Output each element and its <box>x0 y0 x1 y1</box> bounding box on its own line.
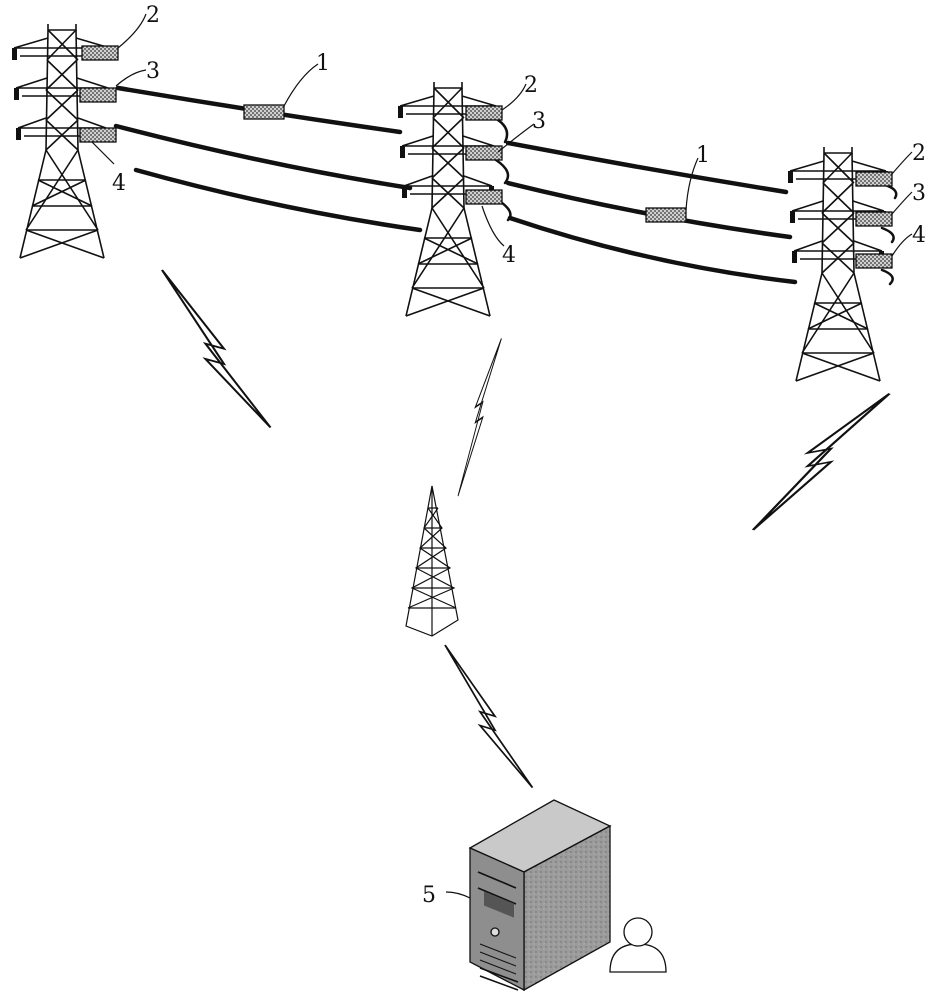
tower-sensors-left <box>79 45 119 143</box>
label-3-left: 3 <box>146 59 160 84</box>
label-3-middle: 3 <box>532 109 546 134</box>
tower-sensors-middle <box>465 105 503 205</box>
label-2-right: 2 <box>912 141 926 166</box>
label-2-middle: 2 <box>524 73 538 98</box>
user-icon <box>609 917 667 973</box>
tower-sensors-right <box>855 171 893 269</box>
wireless-signal-icon <box>160 268 272 429</box>
label-2-left: 2 <box>146 3 160 28</box>
label-4-left: 4 <box>112 171 126 196</box>
line-monitoring-device-2 <box>645 207 687 223</box>
label-5-server: 5 <box>422 883 436 908</box>
reference-numerals: 2 3 4 1 2 3 4 1 2 3 4 5 <box>112 3 926 908</box>
label-3-right: 3 <box>912 181 926 206</box>
communication-base-station-icon <box>405 485 459 637</box>
label-4-right: 4 <box>912 223 926 248</box>
label-4-middle: 4 <box>502 243 516 268</box>
server-icon <box>468 799 612 992</box>
wireless-signal-icon <box>457 337 503 497</box>
label-1-right: 1 <box>696 143 710 168</box>
leader-lines <box>91 13 913 899</box>
wireless-signal-icon <box>444 644 534 789</box>
line-monitoring-device-1 <box>243 104 285 120</box>
wireless-signal-icon <box>751 392 891 532</box>
label-1-left: 1 <box>316 51 330 76</box>
